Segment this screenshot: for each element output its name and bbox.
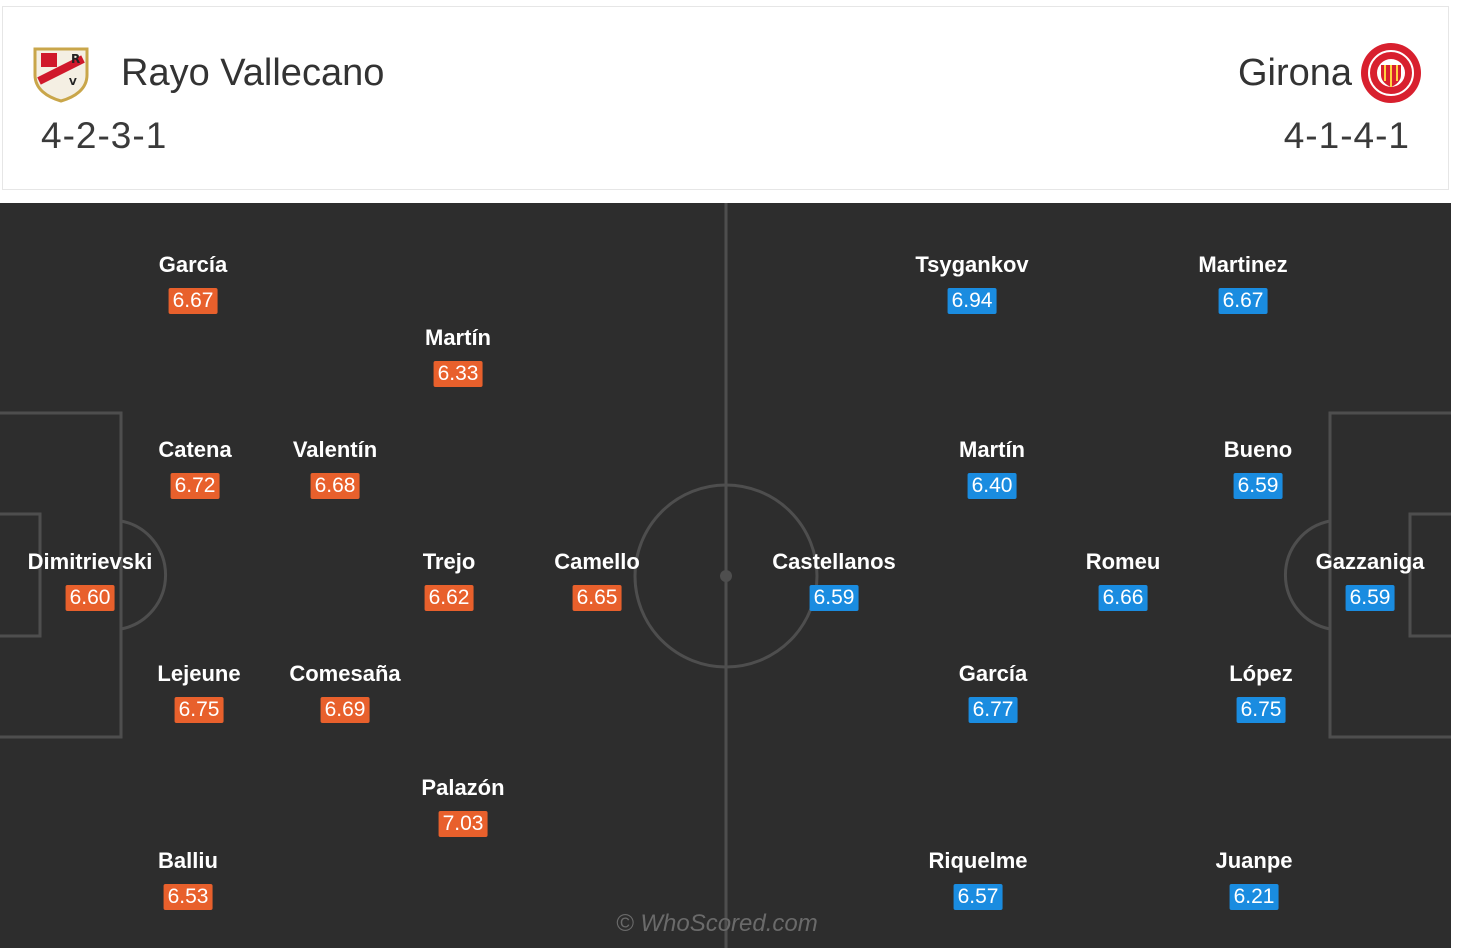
player-rating: 6.59	[1233, 473, 1283, 499]
away-player[interactable]: Martín 6.40	[959, 437, 1025, 499]
player-rating: 6.53	[163, 884, 213, 910]
away-player[interactable]: Romeu 6.66	[1086, 549, 1160, 611]
home-player[interactable]: Trejo 6.62	[423, 549, 475, 611]
away-player[interactable]: Tsygankov 6.94	[915, 252, 1029, 314]
player-name: López	[1229, 661, 1293, 686]
player-name: Castellanos	[772, 549, 896, 574]
home-formation: 4-2-3-1	[41, 115, 168, 156]
player-rating: 6.72	[170, 473, 220, 499]
away-player[interactable]: Gazzaniga 6.59	[1316, 549, 1424, 611]
pitch-markings	[0, 203, 1451, 948]
home-player[interactable]: Comesaña 6.69	[289, 661, 401, 723]
player-name: Catena	[158, 437, 232, 462]
player-rating: 6.75	[1236, 697, 1286, 723]
player-name: Romeu	[1085, 549, 1161, 574]
player-name: Dimitrievski	[27, 549, 153, 574]
home-player[interactable]: Dimitrievski 6.60	[28, 549, 152, 611]
away-formation: 4-1-4-1	[1283, 115, 1410, 156]
player-name: Riquelme	[928, 848, 1028, 873]
away-player[interactable]: Castellanos 6.59	[772, 549, 896, 611]
player-rating: 6.67	[168, 288, 218, 314]
player-name: Comesaña	[289, 661, 401, 686]
player-name: Martín	[959, 437, 1025, 462]
player-rating: 6.62	[424, 585, 474, 611]
player-name: Lejeune	[157, 661, 241, 686]
pitch: García 6.67 Martín 6.33 Catena 6.72 Vale…	[0, 203, 1451, 948]
away-player[interactable]: Riquelme 6.57	[928, 848, 1028, 910]
player-rating: 7.03	[438, 811, 488, 837]
player-name: Bueno	[1223, 437, 1293, 462]
svg-text:V: V	[69, 77, 77, 88]
away-team-name[interactable]: Girona	[1237, 52, 1352, 94]
away-player[interactable]: Martinez 6.67	[1198, 252, 1288, 314]
player-rating: 6.33	[433, 361, 483, 387]
player-rating: 6.75	[174, 697, 224, 723]
home-player[interactable]: Palazón 7.03	[421, 775, 505, 837]
home-player[interactable]: Valentín 6.68	[293, 437, 377, 499]
player-rating: 6.59	[1345, 585, 1395, 611]
player-rating: 6.59	[809, 585, 859, 611]
home-team-name[interactable]: Rayo Vallecano	[121, 52, 385, 94]
home-player[interactable]: Martín 6.33	[425, 325, 491, 387]
svg-text:R: R	[71, 52, 80, 66]
player-name: Balliu	[158, 848, 218, 873]
away-player[interactable]: García 6.77	[959, 661, 1027, 723]
player-rating: 6.57	[953, 884, 1003, 910]
player-name: Juanpe	[1215, 848, 1293, 873]
home-player[interactable]: Lejeune 6.75	[157, 661, 241, 723]
player-name: Martinez	[1198, 252, 1288, 277]
away-player[interactable]: Bueno 6.59	[1224, 437, 1292, 499]
player-rating: 6.40	[967, 473, 1017, 499]
player-rating: 6.77	[968, 697, 1018, 723]
player-rating: 6.65	[572, 585, 622, 611]
lineup-header: R V Rayo Vallecano 4-2-3-1 Girona 4-1-4-…	[2, 6, 1449, 190]
player-name: Camello	[554, 549, 640, 574]
rayo-vallecano-crest-icon[interactable]: R V	[29, 41, 93, 105]
home-player[interactable]: Camello 6.65	[554, 549, 640, 611]
player-rating: 6.66	[1098, 585, 1148, 611]
player-name: García	[958, 661, 1028, 686]
player-rating: 6.60	[65, 585, 115, 611]
player-name: Trejo	[422, 549, 476, 574]
player-rating: 6.21	[1229, 884, 1279, 910]
home-player[interactable]: García 6.67	[159, 252, 227, 314]
player-name: García	[158, 252, 228, 277]
player-name: Martín	[425, 325, 491, 350]
player-name: Palazón	[421, 775, 505, 800]
player-rating: 6.69	[320, 697, 370, 723]
watermark: © WhoScored.com	[616, 910, 818, 937]
player-name: Gazzaniga	[1315, 549, 1425, 574]
player-name: Tsygankov	[915, 252, 1029, 277]
player-name: Valentín	[292, 437, 378, 462]
girona-crest-icon[interactable]	[1359, 41, 1423, 105]
away-player[interactable]: López 6.75	[1229, 661, 1293, 723]
home-player[interactable]: Balliu 6.53	[158, 848, 218, 910]
home-player[interactable]: Catena 6.72	[158, 437, 232, 499]
player-rating: 6.68	[310, 473, 360, 499]
away-player[interactable]: Juanpe 6.21	[1215, 848, 1293, 910]
player-rating: 6.67	[1218, 288, 1268, 314]
player-rating: 6.94	[947, 288, 997, 314]
